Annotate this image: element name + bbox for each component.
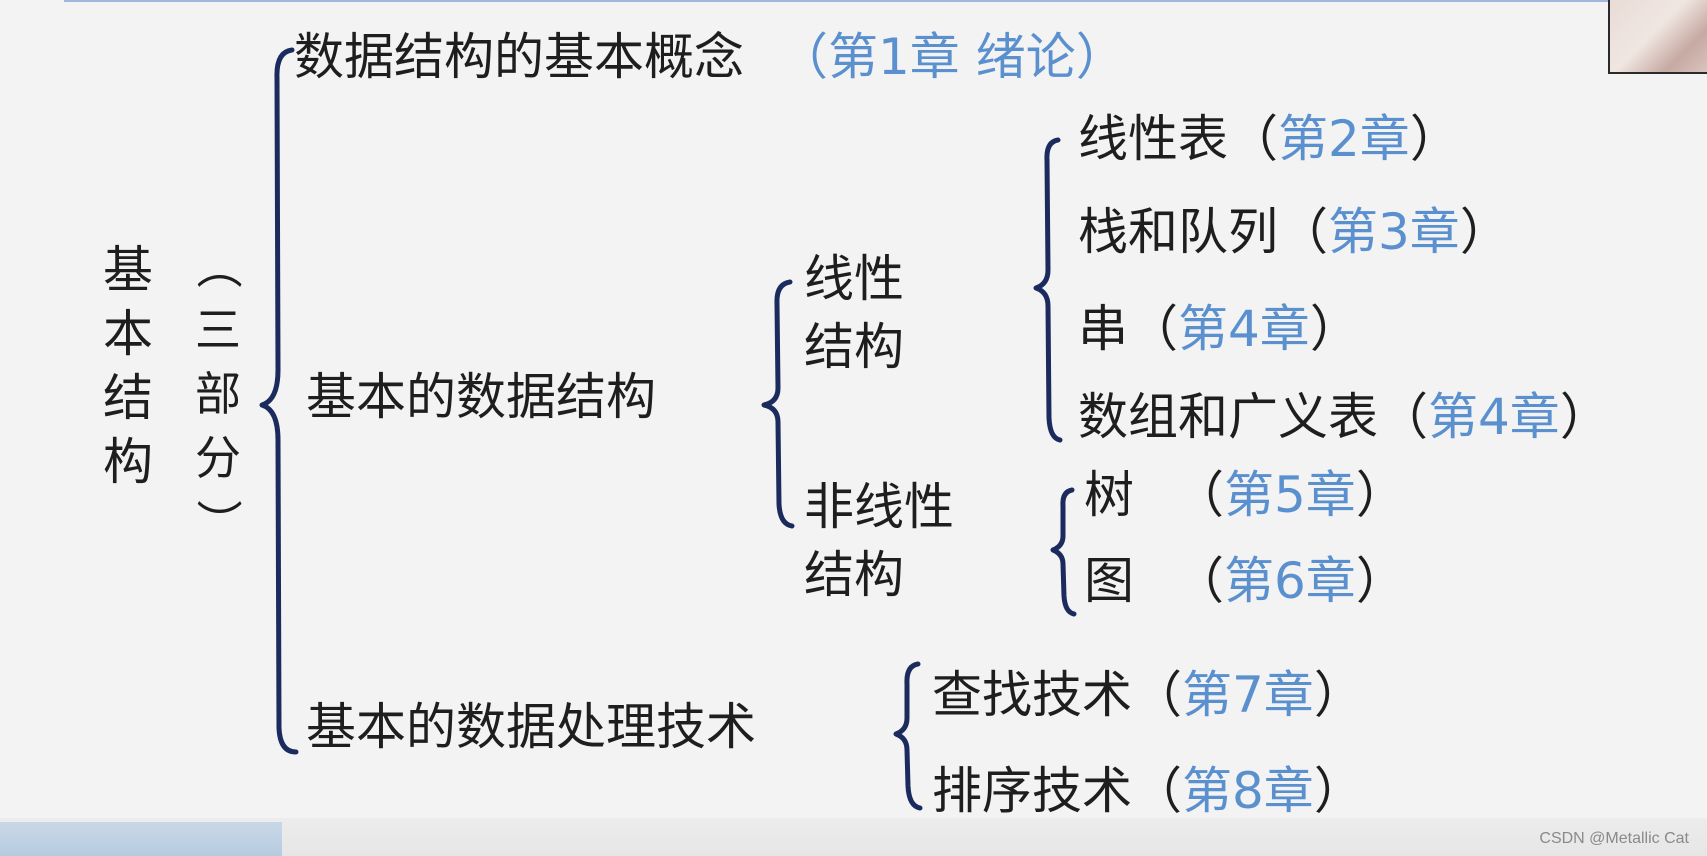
linear-item: 栈和队列（第3章） <box>1078 207 1510 257</box>
watermark: CSDN @Metallic Cat <box>1539 830 1689 847</box>
item-open-paren: （ <box>1128 300 1178 358</box>
main-brace <box>259 47 299 755</box>
item-close-paren: ） <box>1355 466 1406 524</box>
item-chapter: 第4章 <box>1178 300 1310 358</box>
item-label: 图 <box>1084 552 1134 610</box>
item-chapter: 第2章 <box>1278 110 1410 168</box>
part-concepts-label: 数据结构的基本概念 <box>294 28 744 86</box>
item-close-paren: ） <box>1313 762 1364 820</box>
item-label: 排序技术 <box>932 762 1132 820</box>
bottom-left-band <box>0 822 282 856</box>
part-concepts-chapter: （第1章 绪论） <box>778 28 1126 86</box>
item-open-paren: （ <box>1228 110 1278 168</box>
item-open-paren: （ <box>1132 762 1182 820</box>
nonlinear-brace <box>1050 487 1077 617</box>
item-open-paren: （ <box>1174 552 1224 610</box>
item-close-paren: ） <box>1459 203 1510 261</box>
technique-brace <box>893 661 923 811</box>
item-close-paren: ） <box>1309 300 1360 358</box>
bottom-band <box>0 818 1707 856</box>
technique-item: 查找技术（第7章） <box>932 670 1364 720</box>
item-label: 数组和广义表 <box>1078 388 1378 446</box>
item-label: 树 <box>1084 466 1134 524</box>
item-chapter: 第7章 <box>1182 666 1314 724</box>
item-close-paren: ） <box>1355 552 1406 610</box>
linear-item: 串（第4章） <box>1078 304 1360 354</box>
root-label: 基本结构 <box>103 241 153 491</box>
item-label: 栈和队列 <box>1078 203 1278 261</box>
item-chapter: 第5章 <box>1224 466 1356 524</box>
nonlinear-label-line2: 结构 <box>804 546 904 604</box>
part-structures-label: 基本的数据结构 <box>306 368 656 426</box>
item-open-paren: （ <box>1132 666 1182 724</box>
item-close-paren: ） <box>1409 110 1460 168</box>
item-open-paren: （ <box>1378 388 1428 446</box>
item-open-paren: （ <box>1278 203 1328 261</box>
item-chapter: 第6章 <box>1224 552 1356 610</box>
technique-item: 排序技术（第8章） <box>932 766 1364 816</box>
item-chapter: 第8章 <box>1182 762 1314 820</box>
linear-label-line1: 线性 <box>804 250 904 308</box>
item-chapter: 第4章 <box>1428 388 1560 446</box>
linear-label-line2: 结构 <box>804 318 904 376</box>
part-techniques-label: 基本的数据处理技术 <box>306 698 756 756</box>
item-label: 查找技术 <box>932 666 1132 724</box>
webcam-overlay <box>1608 0 1707 74</box>
item-label: 线性表 <box>1078 110 1228 168</box>
structure-brace <box>761 279 795 529</box>
root-note: （三部分） <box>191 243 245 545</box>
top-divider-line <box>64 0 1608 2</box>
nonlinear-item: 树（第5章） <box>1084 470 1406 520</box>
linear-item: 数组和广义表（第4章） <box>1078 392 1610 442</box>
item-open-paren: （ <box>1174 466 1224 524</box>
item-close-paren: ） <box>1313 666 1364 724</box>
nonlinear-item: 图（第6章） <box>1084 556 1406 606</box>
linear-item: 线性表（第2章） <box>1078 114 1460 164</box>
linear-brace <box>1033 137 1063 443</box>
item-chapter: 第3章 <box>1328 203 1460 261</box>
item-label: 串 <box>1078 300 1128 358</box>
nonlinear-label-line1: 非线性 <box>804 478 954 536</box>
item-close-paren: ） <box>1559 388 1610 446</box>
part-concepts: 数据结构的基本概念（第1章 绪论） <box>294 32 1126 82</box>
